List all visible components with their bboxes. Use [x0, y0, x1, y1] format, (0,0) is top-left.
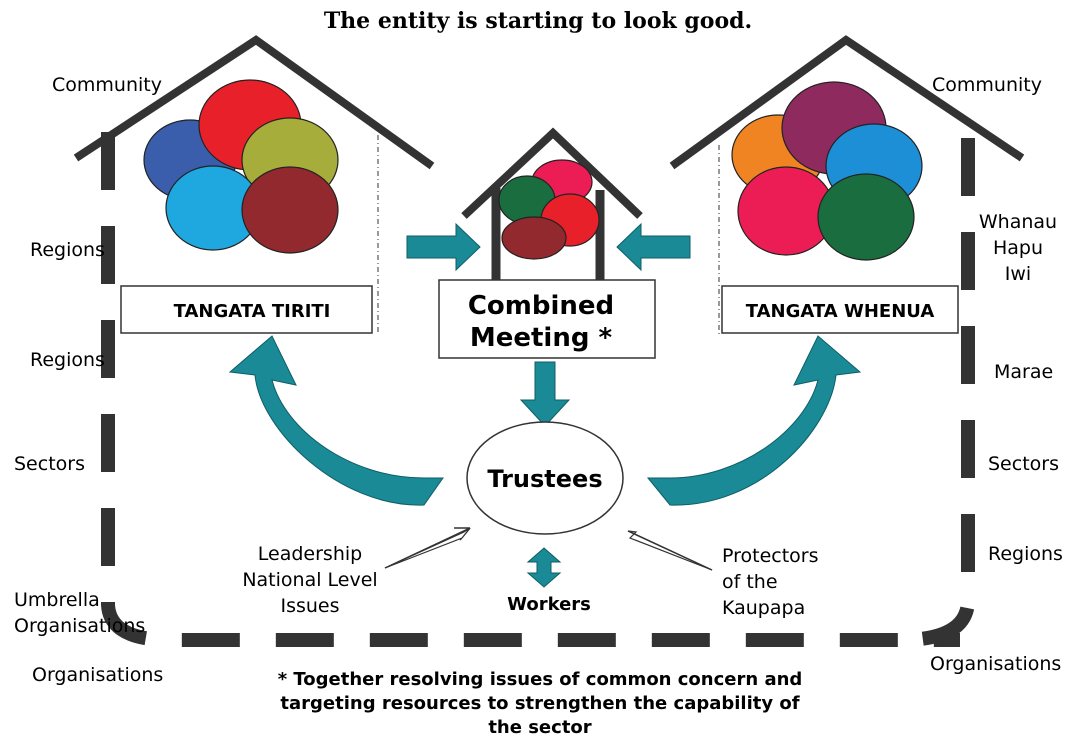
left-ellipse-maroon [241, 166, 339, 254]
right-label-regions: Regions [988, 543, 1063, 565]
right-label-marae: Marae [994, 361, 1053, 383]
right-ellipse-green [817, 173, 915, 261]
workers-label: Workers [507, 594, 591, 615]
right-house-roof [669, 35, 1025, 170]
leadership-line1: Leadership [258, 543, 362, 565]
tangata-tiriti-box [120, 285, 373, 334]
diagram-title: The entity is starting to look good. [324, 8, 752, 34]
left-house-roof [73, 35, 435, 170]
arrow-leadership-head [384, 527, 471, 569]
arrow-protectors [627, 530, 713, 571]
outer-dashed-boundary [101, 132, 967, 648]
combined-meeting-box [438, 279, 656, 359]
footnote-line2: targeting resources to strengthen the ca… [280, 693, 799, 714]
tangata-whenua-label: TANGATA WHENUA [746, 301, 935, 322]
footnote-line3: the sector [488, 717, 591, 738]
right-label-iwi: Iwi [1005, 263, 1031, 285]
arrows [228, 222, 862, 588]
arrow-left-to-center [406, 222, 481, 272]
left-house: TANGATA TIRITI Community Regions Regions… [14, 35, 967, 686]
left-label-organisations: Organisations [32, 664, 163, 686]
center-house: Combined Meeting * [438, 127, 656, 359]
right-house: TANGATA WHENUA Community Whanau Hapu Iwi… [669, 35, 1063, 675]
left-label-regions-1: Regions [30, 239, 105, 261]
arrow-curve-left [228, 335, 444, 506]
arrow-right-to-center [616, 222, 691, 272]
tangata-tiriti-label: TANGATA TIRITI [174, 301, 331, 322]
arrow-meeting-to-trustees [519, 361, 571, 427]
tangata-whenua-box [721, 285, 959, 334]
combined-meeting-line2: Meeting * [470, 323, 613, 353]
right-label-whanau: Whanau [979, 211, 1057, 233]
trustees-ellipse [466, 421, 624, 535]
right-label-organisations: Organisations [930, 653, 1061, 675]
right-label-hapu: Hapu [993, 237, 1043, 259]
left-label-umbrella: Umbrella [14, 589, 100, 611]
left-label-regions-2: Regions [30, 349, 105, 371]
protectors-line2: of the [722, 571, 778, 593]
footnote-line1: * Together resolving issues of common co… [278, 669, 803, 690]
left-label-umbrella-organisations: Organisations [14, 615, 145, 637]
leadership-line2: National Level [242, 569, 377, 591]
left-label-community: Community [52, 74, 162, 96]
trustees-label: Trustees [487, 465, 602, 493]
arrow-trustees-workers [526, 547, 562, 588]
combined-meeting-line1: Combined [468, 291, 614, 321]
protectors-line3: Kaupapa [722, 597, 805, 619]
protectors-line1: Protectors [722, 545, 819, 567]
right-label-community: Community [932, 74, 1042, 96]
center-ellipse-maroon [501, 216, 567, 260]
right-label-sectors: Sectors [988, 453, 1059, 475]
arrow-curve-right [646, 335, 862, 506]
left-label-sectors: Sectors [14, 453, 85, 475]
leadership-line3: Issues [280, 595, 339, 617]
right-dashed-wall [899, 138, 975, 647]
